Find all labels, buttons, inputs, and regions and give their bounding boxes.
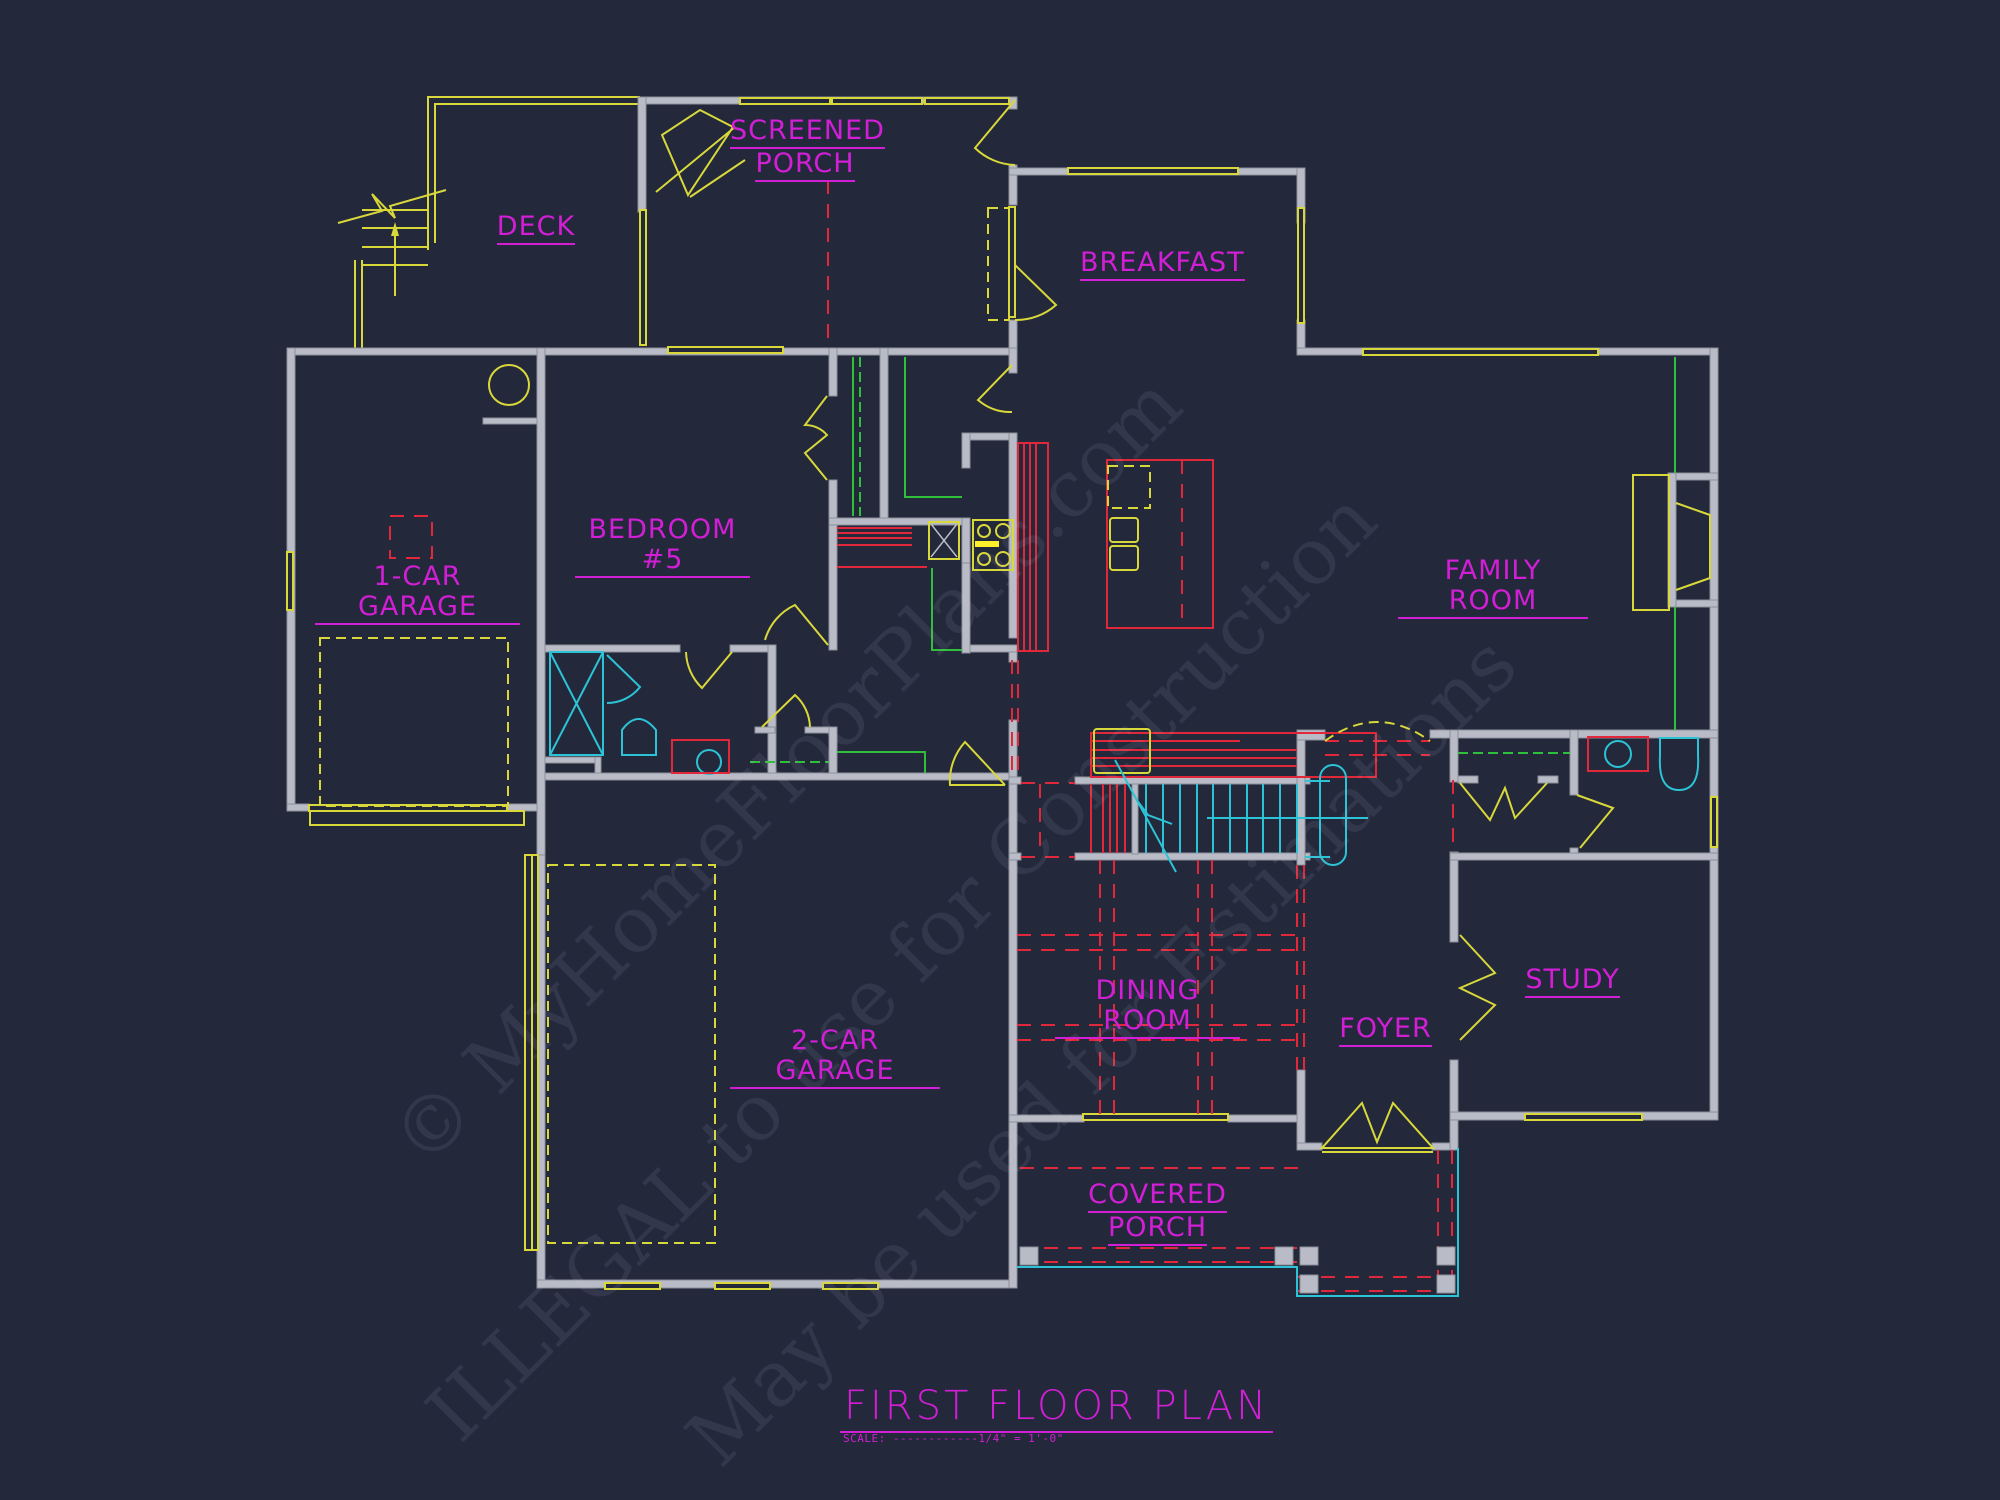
label-foyer: FOYER bbox=[1338, 1014, 1433, 1047]
fireplace-hearth bbox=[1632, 474, 1670, 611]
drawing-scale: SCALE: ------------1/4" = 1'-0" bbox=[843, 1432, 1064, 1445]
covered-porch bbox=[1017, 1148, 1459, 1297]
sink-icon-2 bbox=[1604, 740, 1632, 768]
label-deck: DECK bbox=[495, 212, 577, 245]
toilet-icon bbox=[621, 718, 657, 756]
label-dining-room: DINING ROOM bbox=[1055, 976, 1240, 1039]
arrow-head-icon bbox=[391, 222, 399, 236]
doors bbox=[655, 99, 1615, 1153]
label-covered-porch: COVERED PORCH bbox=[1085, 1180, 1230, 1246]
hatch-icon bbox=[389, 515, 433, 559]
kitchen-island bbox=[1106, 459, 1214, 629]
cooktop-icon bbox=[972, 519, 1014, 571]
kitchen-cabinets bbox=[837, 442, 1377, 778]
garage-door-opening bbox=[319, 637, 509, 807]
label-two-car-garage: 2-CAR GARAGE bbox=[730, 1026, 940, 1089]
label-bedroom-5: BEDROOM #5 bbox=[575, 515, 750, 578]
windows bbox=[286, 97, 1718, 1290]
toilet-icon-2 bbox=[1658, 737, 1700, 792]
deck-outline bbox=[337, 96, 640, 350]
shower-icon bbox=[549, 651, 604, 756]
sink-icon bbox=[696, 749, 722, 775]
label-one-car-garage: 1-CAR GARAGE bbox=[315, 562, 520, 625]
label-screened-porch: SCREENED PORCH bbox=[730, 116, 885, 182]
bath-fixtures bbox=[549, 651, 1700, 792]
water-heater-icon bbox=[488, 364, 530, 406]
fireplace-icon bbox=[1675, 502, 1711, 591]
shelving bbox=[750, 357, 1676, 773]
label-family-room: FAMILY ROOM bbox=[1398, 556, 1588, 619]
staircase bbox=[1114, 759, 1368, 873]
label-breakfast: BREAKFAST bbox=[1080, 248, 1245, 281]
garage-door-opening-2 bbox=[547, 864, 716, 1244]
drawing-title: FIRST FLOOR PLAN bbox=[840, 1383, 1274, 1433]
label-study: STUDY bbox=[1525, 965, 1620, 998]
